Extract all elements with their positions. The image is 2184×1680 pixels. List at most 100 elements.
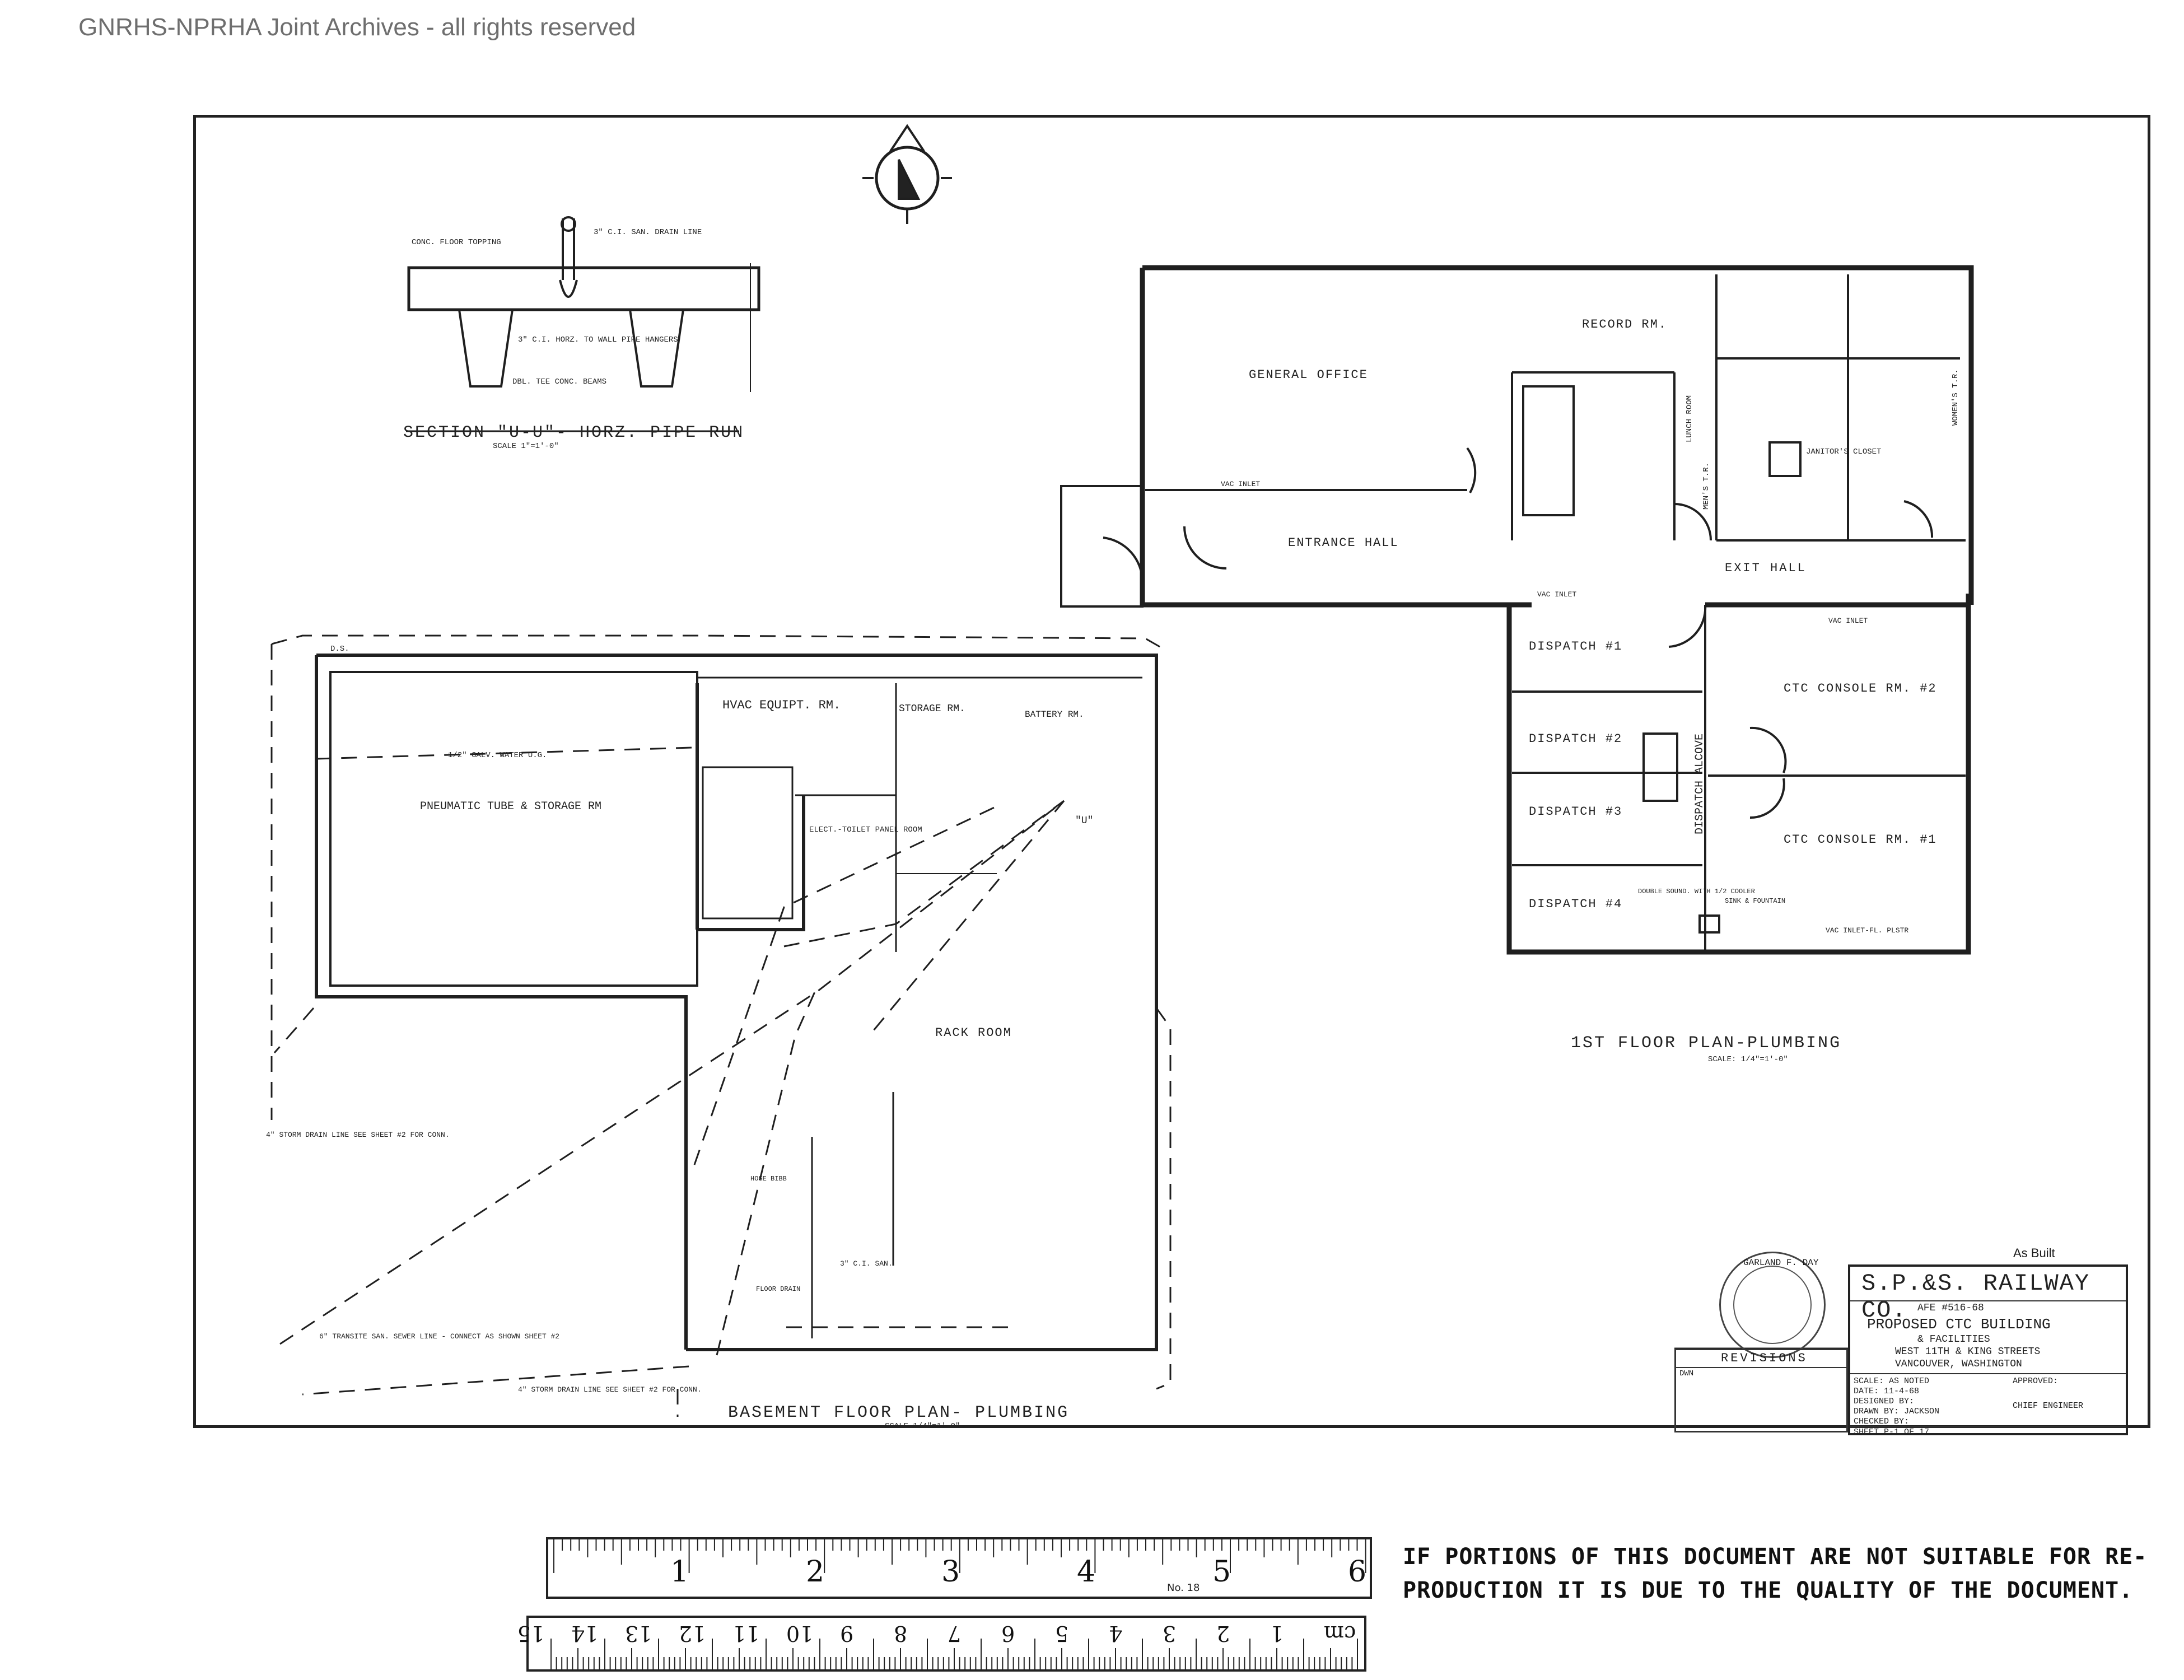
room-general-office: GENERAL OFFICE [1249,368,1368,382]
room-dispatch-1: DISPATCH #1 [1529,640,1622,654]
cm-mark: 4 [1109,1621,1123,1646]
tb-designed: DESIGNED BY: [1854,1397,1915,1406]
room-elect: ELECT.-TOILET PANEL ROOM [809,825,922,834]
section-label-drain: 3" C.I. SAN. DRAIN LINE [594,228,702,237]
tb-checked: CHECKED BY: [1854,1417,1910,1426]
seal-name: GARLAND F. DAY [1743,1258,1819,1268]
project-title: PROPOSED CTC BUILDING [1867,1316,2051,1333]
cm-mark: 5 [1055,1621,1069,1646]
cm-mark: 2 [1216,1621,1230,1646]
basement-walls [315,654,1158,1351]
reproduction-notice: IF PORTIONS OF THIS DOCUMENT ARE NOT SUI… [1403,1540,2153,1607]
cm-mark: 11 [732,1621,760,1646]
room-storage: STORAGE RM. [899,703,965,715]
section-label-beams: DBL. TEE CONC. BEAMS [512,377,606,386]
room-janitor: JANITOR'S CLOSET [1806,447,1881,456]
note-vac-inlet-3: VAC INLET [1828,617,1868,625]
as-built-label: As Built [2013,1246,2055,1260]
room-rack: RACK ROOM [935,1026,1012,1040]
notice-line-2: PRODUCTION IT IS DUE TO THE QUALITY OF T… [1403,1578,2134,1603]
title-block: S.P.&S. RAILWAY CO. AFE #516-68 PROPOSED… [1848,1264,2128,1437]
cm-mark: 6 [1001,1621,1015,1646]
tb-engineer: CHIEF ENGINEER [2013,1401,2084,1411]
room-hvac: HVAC EQUIPT. RM. [722,698,841,712]
room-dispatch-alcove: DISPATCH ALCOVE [1693,734,1706,834]
note-storm-drain: 4" STORM DRAIN LINE SEE SHEET #2 FOR CON… [266,1131,450,1139]
project-subtitle: & FACILITIES [1917,1334,1990,1345]
tb-drawn: DRAWN BY: JACKSON [1854,1407,1940,1416]
inch-ruler: 1 2 3 4 5 6 No. 18 [546,1537,1372,1599]
note-transite: 6" TRANSITE SAN. SEWER LINE - CONNECT AS… [319,1332,559,1341]
note-section-mark: "U" [1075,815,1093,827]
cm-mark: 12 [679,1621,706,1646]
revisions-dwn: DWN [1679,1369,1694,1378]
notice-line-1: IF PORTIONS OF THIS DOCUMENT ARE NOT SUI… [1403,1544,2148,1570]
cm-mark: 10 [786,1621,814,1646]
section-detail-drawing [406,216,760,432]
room-womens-tr: WOMEN'S T.R. [1951,369,1960,426]
tb-scale: SCALE: AS NOTED [1854,1376,1930,1386]
section-label-hangers: 3" C.I. HORZ. TO WALL PIPE HANGERS [518,335,678,344]
tb-date: DATE: 11-4-68 [1854,1387,1920,1396]
tb-approved: APPROVED: [2013,1376,2059,1386]
project-city: VANCOUVER, WASHINGTON [1895,1359,2022,1370]
inch-mark-1: 1 [670,1555,689,1589]
company-name: S.P.&S. RAILWAY CO. [1861,1270,2090,1324]
tb-sheet: SHEET P-1 OF 17 [1854,1427,1930,1437]
basement-title: BASEMENT FLOOR PLAN- PLUMBING [728,1403,1069,1422]
note-ds: D.S. [330,645,349,654]
room-dispatch-3: DISPATCH #3 [1529,805,1622,819]
room-entrance-hall: ENTRANCE HALL [1288,536,1399,550]
cm-mark: 15 [517,1621,545,1646]
cm-mark: 9 [840,1621,854,1646]
sheet-border [193,115,2150,1428]
note-water-ug: 1/2" GALV. WATER U.G. [448,751,547,760]
first-floor-title: 1ST FLOOR PLAN-PLUMBING [1571,1034,1841,1053]
afe-number: AFE #516-68 [1917,1303,1984,1314]
cm-mark: 7 [948,1621,962,1646]
cm-mark: 1 [1270,1621,1284,1646]
room-ctc-1: CTC CONSOLE RM. #1 [1784,833,1937,847]
ruler-brand: No. 18 [1167,1582,1200,1594]
inch-mark-6: 6 [1348,1555,1367,1589]
section-title: SECTION "U-U"- HORZ. PIPE RUN [403,423,744,442]
archive-watermark: GNRHS-NPRHA Joint Archives - all rights … [78,13,636,41]
note-storm-drain-2: 4" STORM DRAIN LINE SEE SHEET #2 FOR CON… [518,1385,702,1394]
north-arrow-icon [862,124,952,224]
engineer-seal-icon: GARLAND F. DAY [1719,1252,1826,1358]
note-vac-inlet-2: VAC INLET [1537,590,1576,599]
note-sink-fountain: SINK & FOUNTAIN [1725,897,1785,905]
underground-lines [270,634,1172,1417]
inch-mark-3: 3 [941,1555,960,1589]
note-ci-san: 3" C.I. SAN. [840,1259,893,1268]
cm-mark: cm [1324,1621,1356,1646]
note-vac-inlet-fl: VAC INLET-FL. PLSTR [1826,926,1908,935]
cm-mark: 13 [625,1621,652,1646]
cm-mark: 14 [571,1621,599,1646]
cm-mark: 3 [1163,1621,1177,1646]
basement-scale: SCALE 1/4"=1'-0" [885,1422,960,1431]
revisions-label: REVISIONS [1721,1351,1808,1365]
room-battery: BATTERY RM. [1025,710,1084,720]
inch-mark-2: 2 [806,1555,825,1589]
inch-mark-5: 5 [1212,1555,1231,1589]
note-fountain: DOUBLE SOUND. WITH 1/2 COOLER [1638,888,1755,895]
note-hose-bibb: HOSE BIBB [750,1175,787,1183]
room-mens-tr: MEN'S T.R. [1702,463,1711,510]
room-dispatch-4: DISPATCH #4 [1529,897,1622,911]
note-floor-drain: FLOOR DRAIN [756,1285,800,1293]
cm-mark: 8 [894,1621,908,1646]
room-exit-hall: EXIT HALL [1725,561,1807,575]
room-pneumatic: PNEUMATIC TUBE & STORAGE RM [420,800,601,813]
room-lunch: LUNCH ROOM [1685,395,1694,442]
project-address: WEST 11TH & KING STREETS [1895,1346,2041,1357]
room-record: RECORD RM. [1582,318,1667,332]
section-label-topping: CONC. FLOOR TOPPING [412,238,501,247]
section-scale: SCALE 1"=1'-0" [493,442,559,451]
revisions-box: REVISIONS DWN [1674,1348,1848,1432]
inch-mark-4: 4 [1077,1555,1096,1589]
room-dispatch-2: DISPATCH #2 [1529,732,1622,746]
note-vac-inlet-1: VAC INLET [1221,480,1260,488]
